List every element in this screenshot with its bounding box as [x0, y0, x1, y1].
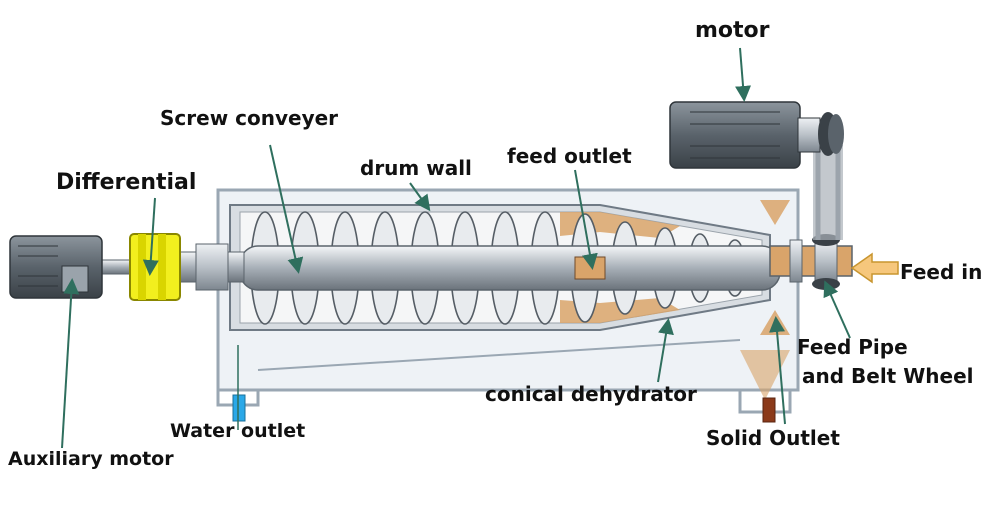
- label-solid-outlet: Solid Outlet: [706, 426, 840, 450]
- solid-outlet-pipe: [762, 397, 776, 423]
- arrow-drum-wall: [409, 182, 431, 212]
- water-outlet-pipe: [232, 394, 246, 422]
- label-drum-wall: drum wall: [360, 156, 472, 180]
- feed-in-arrow: [850, 252, 899, 284]
- left-bearing: [195, 243, 229, 291]
- arrow-solid-outlet: [769, 316, 786, 425]
- feed-pipe-assembly: [769, 234, 853, 290]
- label-feed-outlet: feed outlet: [507, 144, 632, 168]
- auxiliary-motor: [9, 235, 103, 299]
- label-belt-wheel: and Belt Wheel: [802, 364, 974, 388]
- label-screw-conveyer: Screw conveyer: [160, 106, 339, 130]
- label-water-outlet: Water outlet: [170, 420, 306, 442]
- arrow-differential: [142, 197, 159, 276]
- belt-guard: [813, 145, 843, 240]
- label-differential: Differential: [56, 170, 197, 195]
- label-feed-pipe: Feed Pipe: [797, 335, 908, 359]
- differential: [129, 233, 181, 301]
- arrow-feed-outlet: [574, 169, 598, 270]
- label-auxiliary-motor: Auxiliary motor: [8, 448, 174, 470]
- arrow-conical-dehydrator: [657, 318, 674, 383]
- label-feed-in: Feed in: [900, 260, 983, 284]
- arrow-motor: [735, 47, 752, 102]
- label-conical-dehydrator: conical dehydrator: [485, 382, 697, 406]
- coupling-shaft: [99, 259, 135, 275]
- arrow-feed-pipe: [823, 280, 851, 339]
- annotation-arrows: [61, 47, 851, 449]
- main-motor: [669, 101, 844, 169]
- arrow-auxiliary-motor: [61, 278, 80, 449]
- label-motor: motor: [695, 18, 770, 43]
- arrow-screw-conveyer: [269, 144, 304, 274]
- screw-shaft: [239, 245, 781, 291]
